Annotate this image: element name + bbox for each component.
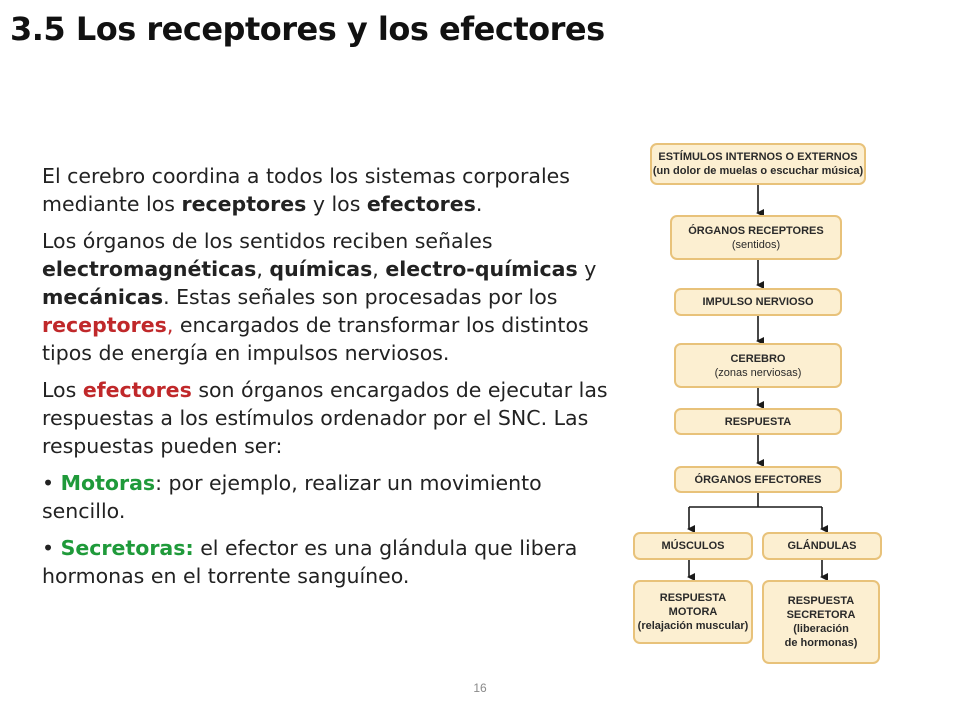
text-run: y los bbox=[306, 192, 367, 216]
box-secretory-response-sub1: (liberación bbox=[793, 623, 849, 635]
box-effectors: ÓRGANOS EFECTORES bbox=[674, 466, 842, 493]
box-effectors-title: ÓRGANOS EFECTORES bbox=[694, 473, 822, 486]
text-run: Los órganos de los sentidos reciben seña… bbox=[42, 229, 493, 253]
box-glands-title: GLÁNDULAS bbox=[787, 540, 857, 552]
term-electro-quimicas: electro-químicas bbox=[385, 257, 578, 281]
body-text: El cerebro coordina a todos los sistemas… bbox=[42, 162, 612, 599]
flow-diagram: ESTÍMULOS INTERNOS O EXTERNOS (un dolor … bbox=[612, 133, 882, 678]
bullet-mark: • bbox=[42, 536, 61, 560]
slide-title: 3.5 Los receptores y los efectores bbox=[10, 10, 605, 48]
term-secretoras: Secretoras: bbox=[60, 536, 194, 560]
box-impulse-title: IMPULSO NERVIOSO bbox=[702, 296, 814, 308]
box-secretory-response-l1: RESPUESTA bbox=[787, 595, 855, 607]
box-motor-response-l2: MOTORA bbox=[668, 606, 718, 618]
text-run: , bbox=[256, 257, 270, 281]
box-motor-response: RESPUESTA MOTORA (relajación muscular) bbox=[633, 580, 753, 644]
box-muscles-title: MÚSCULOS bbox=[661, 540, 725, 552]
text-run: el efector es una glándula que libera ho… bbox=[42, 536, 578, 588]
text-run: son órganos encargados de ejecutar las r… bbox=[42, 378, 608, 458]
box-impulse: IMPULSO NERVIOSO bbox=[674, 288, 842, 316]
box-receptors-title: ÓRGANOS RECEPTORES bbox=[688, 224, 824, 237]
box-brain-title: CEREBRO bbox=[730, 352, 786, 365]
box-receptors: ÓRGANOS RECEPTORES (sentidos) bbox=[670, 215, 842, 260]
box-brain-sub: (zonas nerviosas) bbox=[714, 366, 802, 379]
bullet-secretoras: • Secretoras: el efector es una glándula… bbox=[42, 534, 612, 590]
text-run: , bbox=[372, 257, 386, 281]
term-receptores-highlight: receptores bbox=[42, 313, 167, 337]
box-brain: CEREBRO (zonas nerviosas) bbox=[674, 343, 842, 388]
paragraph-senses: Los órganos de los sentidos reciben seña… bbox=[42, 227, 612, 367]
box-response: RESPUESTA bbox=[674, 408, 842, 435]
box-secretory-response-l2: SECRETORA bbox=[786, 609, 856, 621]
text-run: y bbox=[577, 257, 597, 281]
box-response-title: RESPUESTA bbox=[724, 415, 792, 428]
box-glands: GLÁNDULAS bbox=[762, 532, 882, 560]
text-run: , bbox=[166, 313, 174, 337]
flow-arrows bbox=[687, 185, 828, 581]
term-mecanicas: mecánicas bbox=[42, 285, 164, 309]
box-secretory-response-sub2: de hormonas) bbox=[784, 637, 858, 649]
text-run: Los bbox=[42, 378, 83, 402]
text-run: . Estas señales son procesadas por los bbox=[163, 285, 558, 309]
page-number: 16 bbox=[473, 681, 487, 695]
box-receptors-sub: (sentidos) bbox=[731, 238, 781, 251]
text-run: . bbox=[475, 192, 483, 216]
bullet-motoras: • Motoras: por ejemplo, realizar un movi… bbox=[42, 469, 612, 525]
box-muscles: MÚSCULOS bbox=[633, 532, 753, 560]
term-receptores: receptores bbox=[181, 192, 307, 216]
text-run: encargados de transformar los distintos … bbox=[42, 313, 589, 365]
text-run: El cerebro coordina a todos los sistemas… bbox=[42, 164, 570, 216]
term-efectores-highlight: efectores bbox=[82, 378, 192, 402]
paragraph-coordination: El cerebro coordina a todos los sistemas… bbox=[42, 162, 612, 218]
box-motor-response-l1: RESPUESTA bbox=[659, 592, 727, 604]
box-stimuli-title: ESTÍMULOS INTERNOS O EXTERNOS bbox=[658, 151, 858, 163]
term-quimicas: químicas bbox=[269, 257, 373, 281]
paragraph-effectors: Los efectores son órganos encargados de … bbox=[42, 376, 612, 460]
box-secretory-response: RESPUESTA SECRETORA (liberación de hormo… bbox=[762, 580, 880, 664]
term-motoras: Motoras bbox=[60, 471, 156, 495]
term-efectores: efectores bbox=[366, 192, 476, 216]
text-run: : por ejemplo, realizar un movimiento se… bbox=[42, 471, 542, 523]
box-motor-response-sub: (relajación muscular) bbox=[637, 620, 749, 632]
box-stimuli: ESTÍMULOS INTERNOS O EXTERNOS (un dolor … bbox=[650, 143, 866, 185]
box-stimuli-sub: (un dolor de muelas o escuchar música) bbox=[652, 165, 864, 177]
bullet-mark: • bbox=[42, 471, 61, 495]
term-electromagneticas: electromagnéticas bbox=[42, 257, 257, 281]
